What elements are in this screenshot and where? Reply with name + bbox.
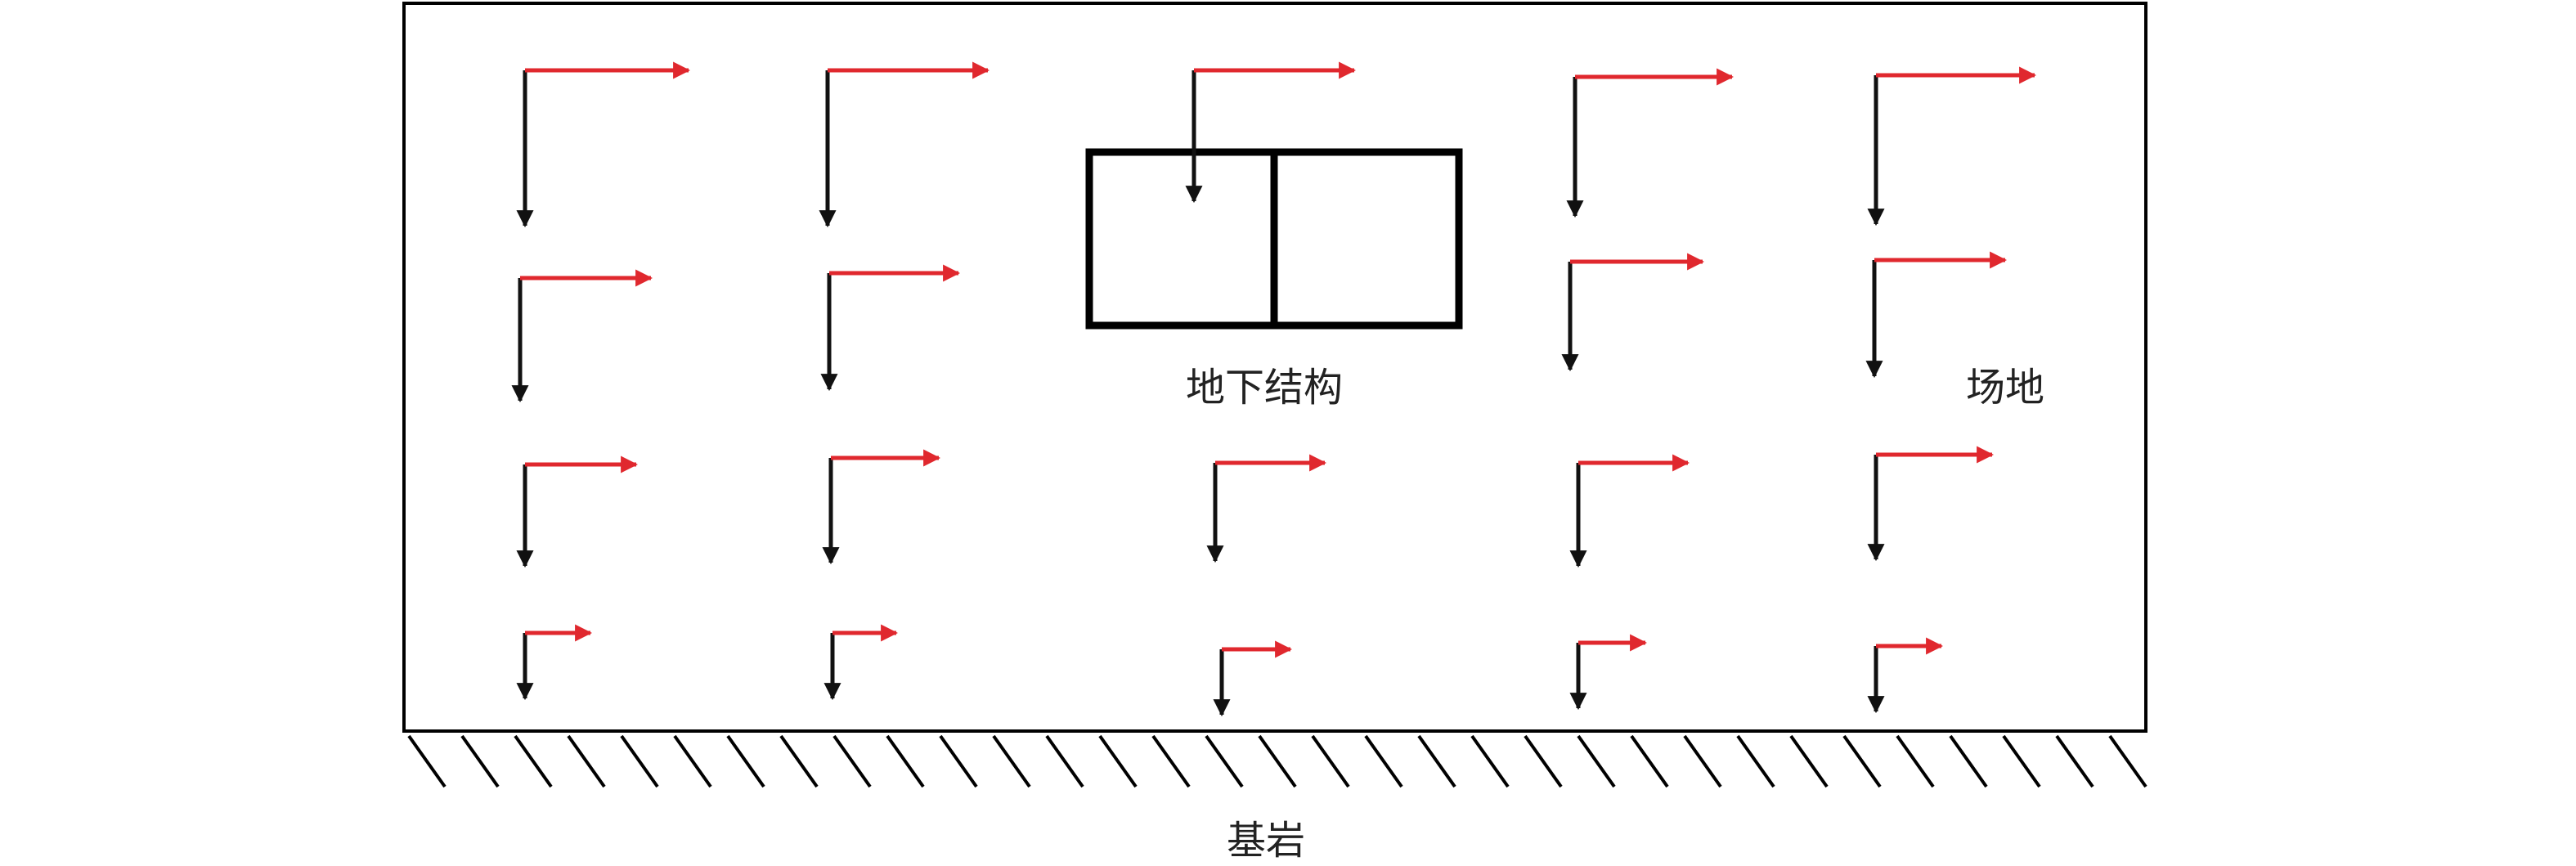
bedrock-hatch (407, 734, 2147, 788)
hatch-line (1470, 734, 1510, 788)
arrow-pair (1566, 68, 1735, 218)
structure-cell-right (1270, 148, 1463, 330)
arrow-pair (1867, 637, 1944, 714)
arrow-pair (1213, 640, 1293, 717)
arrow-pair (516, 61, 691, 228)
site-label: 场地 (1966, 365, 2045, 411)
site-boundary (402, 2, 2147, 733)
hatch-line (1417, 734, 1456, 788)
hatch-line (2002, 734, 2041, 788)
arrow-pair (819, 61, 990, 228)
arrow-pair (1569, 634, 1648, 711)
arrow-pair (516, 624, 593, 701)
hatch-line (1949, 734, 1988, 788)
arrow-pair (516, 455, 639, 568)
arrow-pair (1561, 253, 1705, 372)
hatch-line (460, 734, 500, 788)
structure-cell-left (1085, 148, 1278, 330)
arrow-pair (1867, 446, 1995, 562)
hatch-line (1151, 734, 1191, 788)
hatch-line (407, 734, 447, 788)
hatch-line (886, 734, 925, 788)
arrow-field (511, 61, 2037, 717)
hatch-line (726, 734, 765, 788)
bedrock-label: 基岩 (1227, 818, 1306, 864)
hatch-line (832, 734, 872, 788)
structure-label: 地下结构 (1186, 365, 1344, 411)
hatch-line (673, 734, 712, 788)
hatch-line (1683, 734, 1722, 788)
hatch-line (1896, 734, 1935, 788)
hatch-line (1842, 734, 1882, 788)
hatch-line (1736, 734, 1775, 788)
hatch-line (620, 734, 659, 788)
hatch-line (1630, 734, 1669, 788)
hatch-line (1311, 734, 1350, 788)
arrow-pair (1185, 61, 1357, 204)
hatch-line (1577, 734, 1616, 788)
hatch-line (567, 734, 606, 788)
arrow-pair (820, 264, 961, 392)
hatch-line (1045, 734, 1084, 788)
hatch-line (1098, 734, 1138, 788)
hatch-line (1524, 734, 1563, 788)
arrow-pair (1865, 251, 2008, 379)
hatch-line (2055, 734, 2094, 788)
arrow-pair (1569, 454, 1690, 568)
hatch-line (779, 734, 819, 788)
hatch-line (514, 734, 553, 788)
hatch-line (2108, 734, 2147, 788)
hatch-line (1789, 734, 1829, 788)
arrow-pair (824, 624, 899, 701)
hatch-line (992, 734, 1031, 788)
underground-structure (1085, 148, 1463, 330)
hatch-line (1258, 734, 1297, 788)
arrow-pair (511, 269, 653, 403)
hatch-line (939, 734, 978, 788)
arrow-pair (822, 449, 941, 565)
arrow-pair (1206, 454, 1327, 563)
hatch-line (1364, 734, 1403, 788)
hatch-line (1205, 734, 1244, 788)
arrow-pair (1867, 66, 2037, 227)
